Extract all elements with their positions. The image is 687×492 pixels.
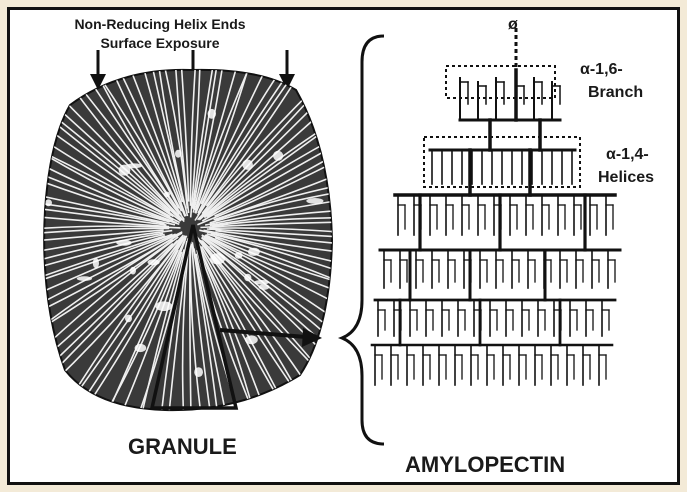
granule-void — [126, 163, 142, 168]
granule-void — [273, 151, 283, 161]
granule-void — [164, 192, 170, 197]
granule-void — [248, 248, 260, 256]
granule-void — [135, 344, 147, 352]
amylopectin-label: AMYLOPECTIN — [405, 454, 565, 476]
alpha14-label-line2: Helices — [598, 170, 654, 186]
granule-void — [155, 301, 172, 311]
granule-void — [77, 276, 92, 281]
granule-void — [93, 258, 99, 268]
amylopectin-tree — [372, 28, 620, 385]
granule-illustration — [0, 18, 400, 438]
granule-void — [306, 198, 323, 204]
granule-void — [259, 284, 270, 290]
granule-void — [148, 259, 160, 265]
surface-label-line2: Surface Exposure — [0, 36, 320, 50]
granule-void — [208, 109, 216, 119]
granule-void — [245, 335, 258, 344]
alpha14-label-line1: α-1,4- — [606, 147, 649, 163]
granule-label: GRANULE — [128, 436, 237, 458]
granule-void — [194, 367, 203, 377]
alpha16-label-line2: Branch — [588, 85, 643, 101]
granule-void — [210, 253, 225, 264]
granule-void — [244, 274, 251, 281]
granule-void — [175, 150, 181, 158]
granule-void — [125, 315, 132, 323]
granule-void — [45, 199, 52, 206]
granule-void — [242, 160, 253, 170]
surface-label-line1: Non-Reducing Helix Ends — [0, 17, 320, 31]
granule-void — [130, 267, 136, 275]
granule-void — [331, 229, 344, 235]
granule-void — [254, 280, 269, 285]
reducing-end-symbol: ø — [508, 17, 518, 33]
granule-void — [235, 252, 243, 259]
granule-void — [116, 240, 131, 246]
alpha16-label-line1: α-1,6- — [580, 62, 623, 78]
curly-brace — [342, 36, 384, 444]
